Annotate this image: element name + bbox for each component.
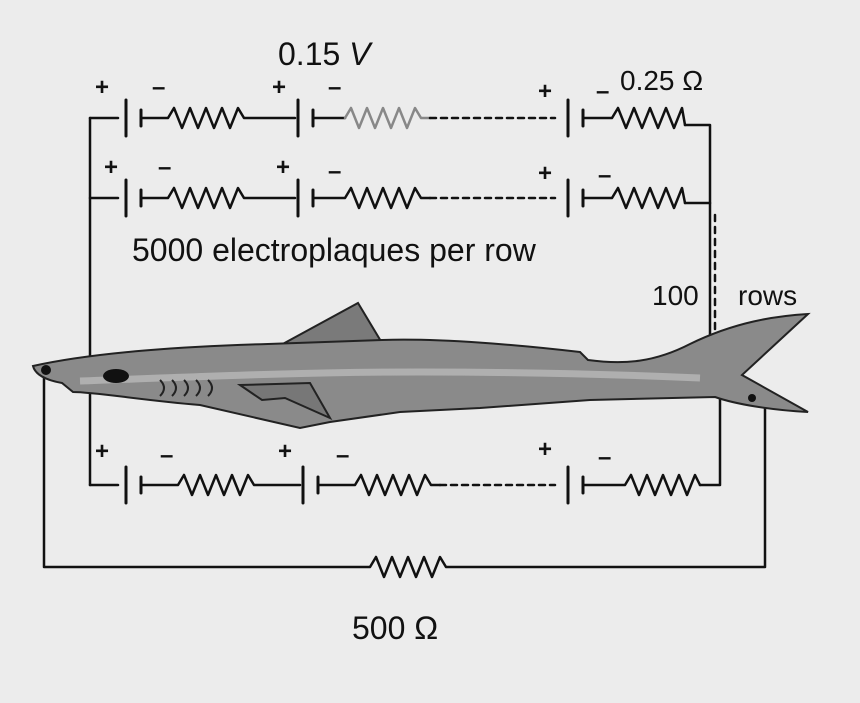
rows-count-label: 100 (652, 280, 699, 311)
cell-resistance-label: 0.25 Ω (620, 65, 704, 96)
plaques-per-row-label: 5000 electroplaques per row (132, 232, 536, 268)
cell-voltage-label: 0.15 V (278, 38, 371, 70)
row3-cell3-plus: + (538, 436, 553, 463)
fish-head-electrode (41, 365, 51, 375)
row1-cell1-minus: – (152, 74, 166, 101)
row3-cell1-plus: + (95, 438, 110, 465)
load-circuit-wire (42, 370, 767, 579)
right-bus-wire-bottom (698, 393, 722, 487)
fish-lateral-stripe (79, 368, 701, 385)
row2-cell2-plus: + (276, 154, 291, 181)
row2-cell2-minus: – (328, 158, 342, 185)
fish-eye (103, 369, 129, 383)
row1-cell3-plus: + (538, 78, 553, 105)
row1-cell3-minus: – (596, 78, 610, 105)
cell-voltage-value: 0.15 (278, 36, 341, 72)
row-2 (88, 178, 687, 218)
cell-voltage-unit: V (349, 36, 371, 72)
fish-gills (159, 379, 213, 397)
row3-cell2-plus: + (278, 438, 293, 465)
row3-cell1-minus: – (160, 442, 174, 469)
row2-cell1-minus: – (158, 154, 172, 181)
row-1 (88, 98, 687, 138)
fish-pectoral-fin (236, 381, 333, 421)
row-3 (88, 465, 702, 505)
rows-word-label: rows (738, 280, 798, 311)
row1-cell2-plus: + (272, 74, 287, 101)
fish-illustration (31, 301, 811, 430)
row2-cell1-plus: + (104, 154, 119, 181)
row1-cell2-minus: – (328, 74, 342, 101)
row2-cell3-minus: – (598, 162, 612, 189)
load-resistance-label: 500 Ω (352, 610, 439, 646)
row2-cell3-plus: + (538, 160, 553, 187)
right-bus-wire-top (683, 123, 712, 347)
fish-tail-electrode (748, 394, 756, 402)
row1-cell1-plus: + (95, 74, 110, 101)
row3-cell3-minus: – (598, 444, 612, 471)
row3-cell2-minus: – (336, 442, 350, 469)
